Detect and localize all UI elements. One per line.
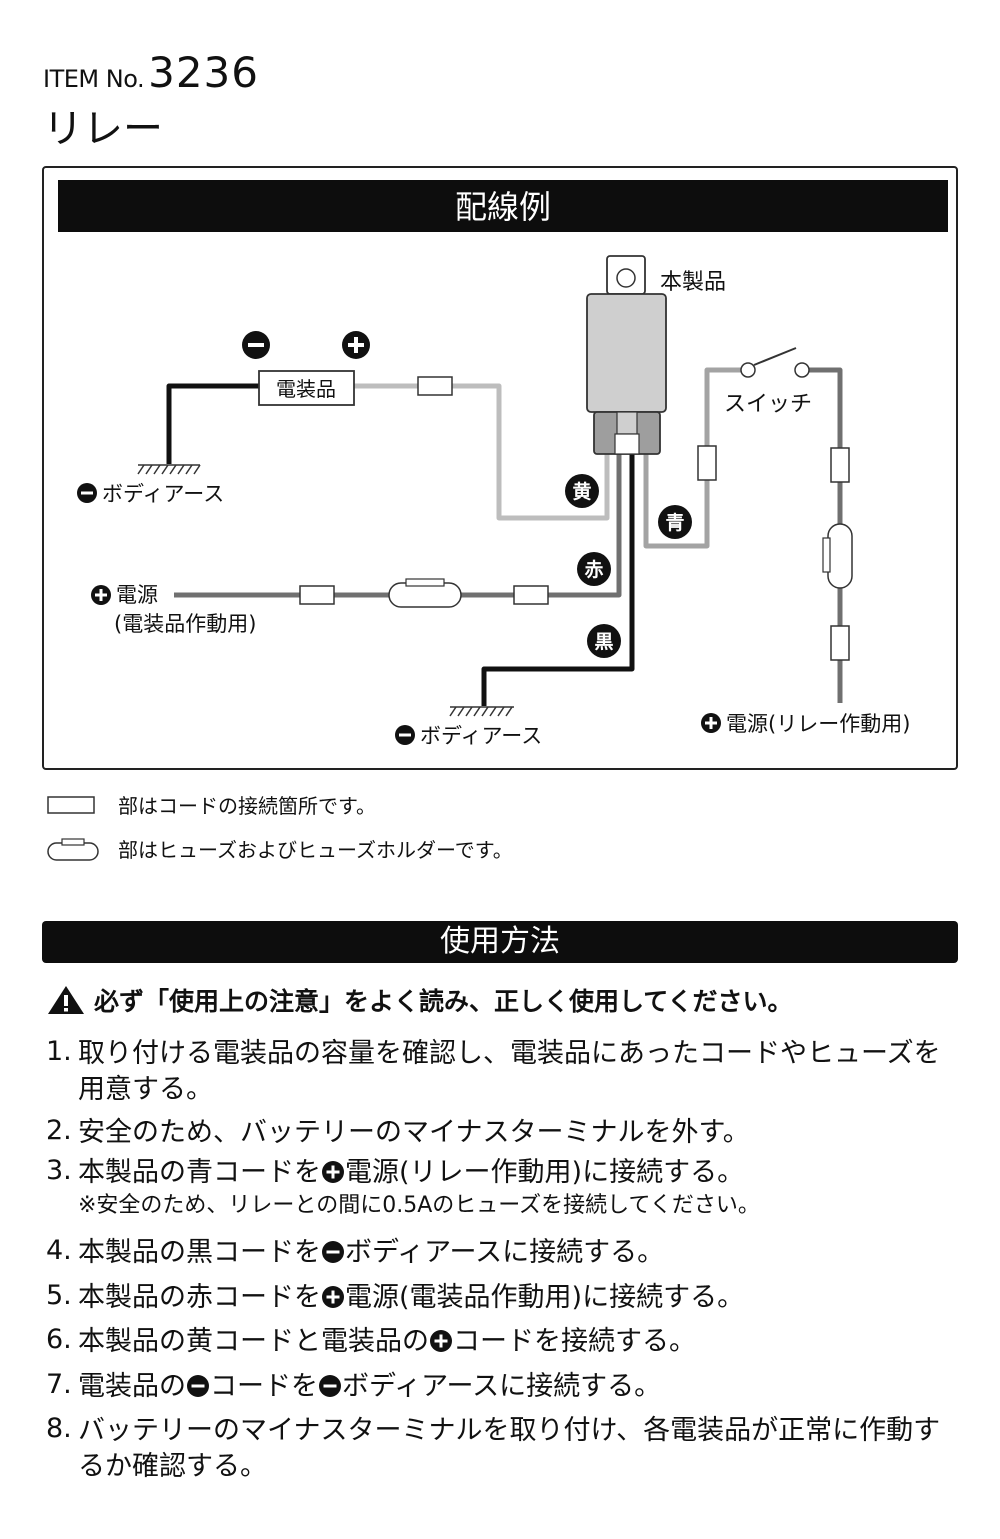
- legend-fuse: 部はヒューズおよびヒューズホルダーです。: [46, 834, 513, 863]
- wiring-diagram: 配線例: [42, 166, 958, 770]
- legend-connection: 部はコードの接続箇所です。: [46, 790, 376, 819]
- step-2: 2. 安全のため、バッテリーのマイナスターミナルを外す。: [46, 1115, 958, 1151]
- plus-icon: [322, 1161, 344, 1183]
- step-text: バッテリーのマイナスターミナルを取り付け、各電装品が正常に作動するか確認する。: [78, 1415, 941, 1482]
- step-text: 安全のため、バッテリーのマイナスターミナルを外す。: [78, 1117, 750, 1148]
- legend-fuse-text: 部はヒューズおよびヒューズホルダーです。: [118, 838, 513, 862]
- legend-connection-text: 部はコードの接続箇所です。: [118, 794, 376, 818]
- relay-power-wire: [806, 367, 843, 703]
- yellow-wire-badge: 黄: [565, 474, 599, 508]
- plus-icon: [430, 1330, 452, 1352]
- step-text: 電装品の: [78, 1371, 186, 1402]
- usage-title: 使用方法: [42, 921, 958, 963]
- switch-label: スイッチ: [724, 392, 812, 417]
- minus-icon: [395, 725, 415, 745]
- diagram-title: 配線例: [455, 188, 551, 226]
- product-label: 本製品: [660, 270, 726, 295]
- device-minus-wire: [166, 383, 259, 464]
- plus-icon: [91, 585, 111, 605]
- step-body: 本製品の赤コードを電源(電装品作動用)に接続する。: [78, 1280, 958, 1316]
- connection-box: [830, 625, 850, 661]
- ground-symbol-bottom: [449, 706, 514, 717]
- warning-line: 必ず「使用上の注意」をよく読み、正しく使用してください。: [46, 982, 793, 1018]
- item-number: 3236: [148, 48, 259, 97]
- minus-icon: [187, 1375, 209, 1397]
- connection-box: [830, 447, 850, 483]
- power-relay-label: 電源(リレー作動用): [726, 712, 910, 736]
- warning-text: 必ず「使用上の注意」をよく読み、正しく使用してください。: [94, 987, 793, 1016]
- black-wire-badge: 黒: [587, 624, 621, 658]
- black-wire: [481, 438, 635, 706]
- step-6: 6. 本製品の黄コードと電装品のコードを接続する。: [46, 1324, 958, 1360]
- fuse-horizontal: [388, 578, 462, 608]
- step-3: 3. 本製品の青コードを電源(リレー作動用)に接続する。 ※安全のため、リレーと…: [46, 1155, 958, 1221]
- body-earth-label-left: ボディアース: [102, 482, 224, 506]
- relay-icon: [586, 255, 667, 455]
- step-8: 8. バッテリーのマイナスターミナルを取り付け、各電装品が正常に作動するか確認す…: [46, 1413, 958, 1485]
- step-5: 5. 本製品の赤コードを電源(電装品作動用)に接続する。: [46, 1280, 958, 1316]
- item-number-line: ITEM No.3236: [43, 48, 259, 97]
- fuse-icon: [47, 837, 99, 861]
- step-body: 本製品の黄コードと電装品のコードを接続する。: [78, 1324, 958, 1360]
- device-box: [258, 370, 355, 406]
- minus-icon: [322, 1241, 344, 1263]
- step-body: 本製品の青コードを電源(リレー作動用)に接続する。 ※安全のため、リレーとの間に…: [78, 1155, 958, 1221]
- power-label: 電源: [116, 583, 158, 607]
- svg-text:黄: 黄: [572, 480, 591, 503]
- switch-symbol: [740, 347, 810, 378]
- blue-wire: [643, 367, 744, 549]
- minus-icon: [242, 331, 270, 359]
- fuse-vertical: [822, 523, 853, 589]
- product-name: リレー: [43, 106, 163, 152]
- step-text: 電源(リレー作動用)に接続する。: [345, 1157, 745, 1188]
- step-text: 本製品の青コードを: [78, 1157, 321, 1188]
- step-number: 2.: [46, 1115, 72, 1146]
- step-text: ボディアースに接続する。: [345, 1237, 665, 1268]
- wiring-diagram-svg: 配線例: [58, 180, 948, 748]
- step-body: 本製品の黒コードをボディアースに接続する。: [78, 1235, 958, 1271]
- connection-box-icon: [47, 795, 95, 814]
- step-text: コードを: [210, 1371, 318, 1402]
- item-label: ITEM No.: [43, 65, 145, 93]
- step-text: 本製品の黄コードと電装品の: [78, 1326, 429, 1357]
- connection-box: [513, 585, 549, 605]
- warning-icon: [48, 986, 84, 1014]
- step-text: 本製品の黒コードを: [78, 1237, 321, 1268]
- step-text: コードを接続する。: [453, 1326, 696, 1357]
- svg-text:青: 青: [665, 512, 684, 534]
- body-earth-label-bottom: ボディアース: [420, 724, 542, 748]
- red-wire-badge: 赤: [577, 552, 611, 586]
- step-4: 4. 本製品の黒コードをボディアースに接続する。: [46, 1235, 958, 1271]
- step-number: 7.: [46, 1369, 72, 1400]
- step-text: 取り付ける電装品の容量を確認し、電装品にあったコードやヒューズを用意する。: [78, 1038, 941, 1105]
- power-device-label: (電装品作動用): [114, 612, 256, 636]
- plus-icon: [701, 713, 721, 733]
- svg-text:黒: 黒: [594, 631, 613, 653]
- step-7: 7. 電装品のコードをボディアースに接続する。: [46, 1369, 958, 1405]
- minus-icon: [77, 483, 97, 503]
- minus-icon: [319, 1375, 341, 1397]
- connection-box: [299, 585, 335, 605]
- step-number: 6.: [46, 1324, 72, 1355]
- plus-icon: [342, 331, 370, 359]
- step-text: 本製品の赤コードを: [78, 1282, 321, 1313]
- step-text: ボディアースに接続する。: [342, 1371, 662, 1402]
- step-text: 電源(電装品作動用)に接続する。: [345, 1282, 745, 1313]
- step-number: 5.: [46, 1280, 72, 1311]
- step-note: ※安全のため、リレーとの間に0.5Aのヒューズを接続してください。: [78, 1193, 760, 1218]
- step-body: 電装品のコードをボディアースに接続する。: [78, 1369, 958, 1405]
- blue-wire-badge: 青: [658, 505, 692, 539]
- diagram-title-bar: [58, 180, 948, 232]
- svg-text:赤: 赤: [584, 559, 603, 581]
- connection-box: [697, 445, 717, 481]
- device-label: 電装品: [276, 377, 336, 401]
- step-number: 3.: [46, 1155, 72, 1186]
- step-number: 4.: [46, 1235, 72, 1266]
- step-number: 8.: [46, 1413, 72, 1444]
- ground-symbol-left: [137, 464, 201, 475]
- step-1: 1. 取り付ける電装品の容量を確認し、電装品にあったコードやヒューズを用意する。: [46, 1036, 958, 1108]
- plus-icon: [322, 1286, 344, 1308]
- step-number: 1.: [46, 1036, 72, 1067]
- connection-box: [417, 376, 453, 396]
